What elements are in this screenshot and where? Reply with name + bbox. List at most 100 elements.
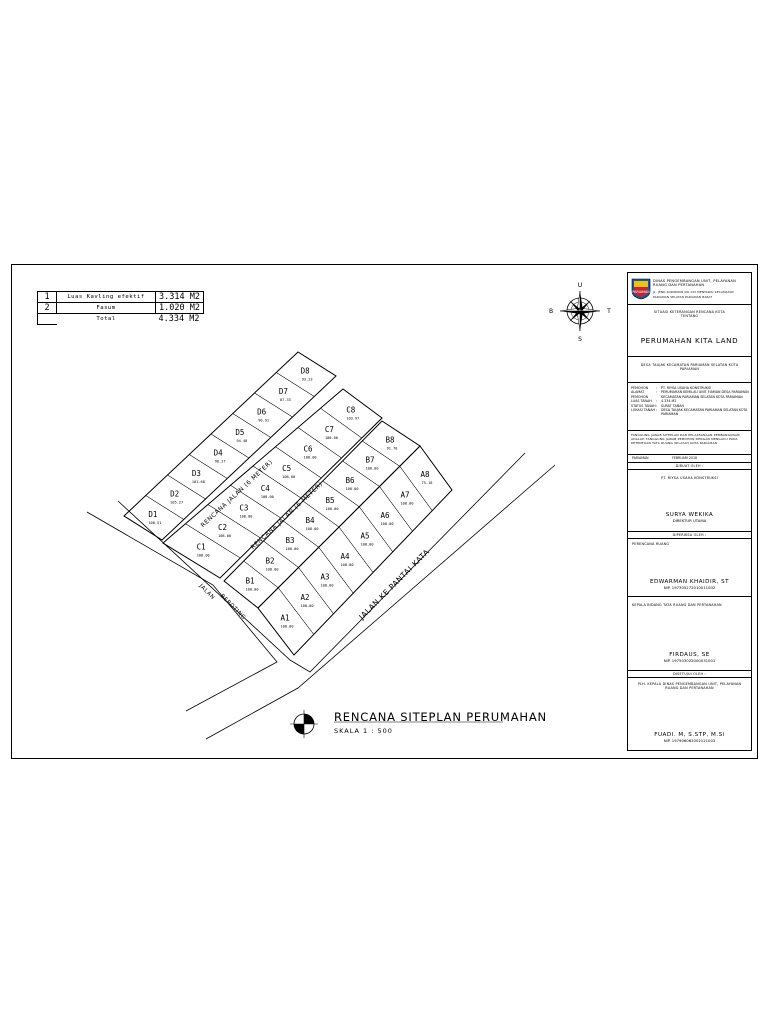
lot-area-label: 108.00 <box>197 554 210 558</box>
lot-area-label: 96.27 <box>215 459 226 463</box>
checker-nip: NIP. 197305272010011002 <box>663 585 716 591</box>
lot-area-label: 108.00 <box>325 436 338 440</box>
compass-point <box>580 311 600 314</box>
checker-name: EDWARMAN KHAIDIR, ST <box>649 579 730 586</box>
agency-address: JL. JEND.SUDIRMAN NO.143 MENTAWAI KECAMA… <box>653 290 734 299</box>
lot-id-label: C7 <box>325 425 334 434</box>
lot-area-label: 108.00 <box>366 467 379 471</box>
lot-id-label: B4 <box>305 516 315 525</box>
lot-id-label: C8 <box>346 405 356 414</box>
lot-block-d: D1108.51D2105.27D3101.68D496.27D594.48D6… <box>123 351 337 541</box>
lot-area-label: 75.18 <box>422 481 433 485</box>
title-block: PARIAMAN DINAS PENGEMBANGAN UNIT, PELAYA… <box>627 272 752 751</box>
lot-block-c: C1108.00C2108.00C3108.00C4108.00C5108.00… <box>162 388 383 579</box>
total-value: 4.334 M2 <box>155 313 204 325</box>
lot-a8 <box>399 445 453 512</box>
lot-area-label: 91.70 <box>387 447 398 451</box>
table-row: 2 Fasum 1.020 M2 <box>37 302 204 314</box>
project-details: PEMOHON:PT. RIYSA USAHA KONSTRUKSI ALAMA… <box>628 382 751 430</box>
lot-id-label: B3 <box>285 536 294 545</box>
lot-id-label: D3 <box>192 469 201 478</box>
lot-block-a: A1108.00A2108.00A3108.00A4108.00A5108.00… <box>257 445 453 656</box>
lot-id-label: C3 <box>239 503 248 512</box>
head-signature-block: KEPALA BIDANG TATA RUANG DAN PERTANAHAN … <box>628 596 751 670</box>
lot-id-label: A3 <box>320 572 329 581</box>
drawing-sheet-border <box>11 264 758 759</box>
lot-area-label: 108.00 <box>281 624 294 628</box>
compass-letter: S <box>578 336 582 343</box>
lot-area-label: 108.00 <box>239 514 252 518</box>
checker-role: PERENCANA RUANG <box>632 542 670 546</box>
lot-area-label: 108.00 <box>246 587 259 591</box>
lot-id-label: D8 <box>301 366 311 375</box>
table-row-total: Total 4.334 M2 <box>37 313 204 325</box>
compass-letter: B <box>549 308 553 315</box>
compass-diagonal <box>569 300 580 311</box>
lot-area-label: 93.23 <box>302 377 313 381</box>
road-label-side-right: BEROTING <box>219 593 247 621</box>
lot-c8 <box>320 388 383 439</box>
scale-symbol <box>290 710 503 738</box>
lot-area-label: 94.48 <box>236 439 247 443</box>
row-number: 2 <box>37 302 57 314</box>
lot-area-label: 108.00 <box>321 583 334 587</box>
responsibility-note: TANGGUNG JAWAB SITEPLAN DAN PELAKSANAAN … <box>631 433 740 446</box>
lot-id-label: D4 <box>214 448 224 457</box>
row-name: Fasum <box>56 302 156 314</box>
project-title: PERUMAHAN KITA LAND <box>640 336 739 345</box>
company-name: PT. RIYSA USAHA KONSTRUKSI <box>661 476 718 480</box>
date-place: PARIAMAN <box>632 456 649 460</box>
lot-area-label: 108.51 <box>148 521 161 525</box>
lot-id-label: B2 <box>265 556 274 565</box>
lot-id-label: D1 <box>148 510 157 519</box>
road-label-main: JALAN KE PANTAI KATA <box>357 547 432 622</box>
row-name: Luas Kavling efektif <box>56 291 156 303</box>
lot-id-label: A4 <box>340 552 350 561</box>
final-nip: NIP. 197906062002121003 <box>663 738 716 744</box>
lot-id-label: C1 <box>197 543 206 552</box>
lot-area-label: 108.00 <box>218 534 231 538</box>
lot-area-label: 108.00 <box>301 604 314 608</box>
row-number: 1 <box>37 291 57 303</box>
lot-area-label: 101.68 <box>192 480 205 484</box>
lot-id-label: D6 <box>257 407 267 416</box>
lot-area-label: 108.00 <box>306 527 319 531</box>
lot-area-label: 108.00 <box>261 495 274 499</box>
total-label: Total <box>56 313 156 325</box>
compass-diagonal <box>580 311 591 322</box>
head-name: FIRDAUS, SE <box>669 652 710 659</box>
compass-diagonal <box>580 300 591 311</box>
director-title: DIREKTUR UTAMA <box>672 518 707 524</box>
head-nip: NIP. 197503022000031001 <box>663 658 716 664</box>
date-value: FEBRUARI 2018 <box>672 456 698 460</box>
situasi-heading: SITUASI KETERANGAN RENCANA KOTA TENTANG <box>653 310 726 319</box>
siteplan-title: RENCANA SITEPLAN PERUMAHAN <box>334 710 547 724</box>
lot-id-label: B5 <box>325 496 334 505</box>
compass-letter: T <box>606 308 611 315</box>
table-row: 1 Luas Kavling efektif 3.314 M2 <box>37 291 204 303</box>
lot-area-label: 108.00 <box>346 487 359 491</box>
director-name: SURYA WEKIKA <box>665 512 714 519</box>
lot-id-label: C6 <box>304 445 314 454</box>
lot-area-label: 108.00 <box>341 563 354 567</box>
lot-id-label: D2 <box>170 489 179 498</box>
lot-d8 <box>275 351 337 397</box>
lot-area-label: 90.91 <box>258 418 269 422</box>
approved-by-label: DISETUJUI OLEH : <box>628 670 751 677</box>
road-edge-right <box>205 464 556 740</box>
final-name: FUADI. M, S.STP, M.Si <box>654 732 725 739</box>
compass-point <box>560 311 580 314</box>
row-value: 3.314 M2 <box>155 291 204 303</box>
lot-area-label: 108.00 <box>266 567 279 571</box>
lot-id-label: A8 <box>420 470 430 479</box>
siteplan-scale: SKALA 1 : 500 <box>334 727 393 735</box>
compass-point <box>580 311 583 331</box>
lot-id-label: A2 <box>300 593 309 602</box>
checker-signature-block: PERENCANA RUANG EDWARMAN KHAIDIR, ST NIP… <box>628 538 751 596</box>
detail-row: LOKASI TANAH:DESA TAUJAK KECAMATAN PARIA… <box>631 408 748 417</box>
city-logo-icon: PARIAMAN <box>631 278 651 300</box>
lot-id-label: D7 <box>279 387 288 396</box>
lot-id-label: A1 <box>280 613 289 622</box>
